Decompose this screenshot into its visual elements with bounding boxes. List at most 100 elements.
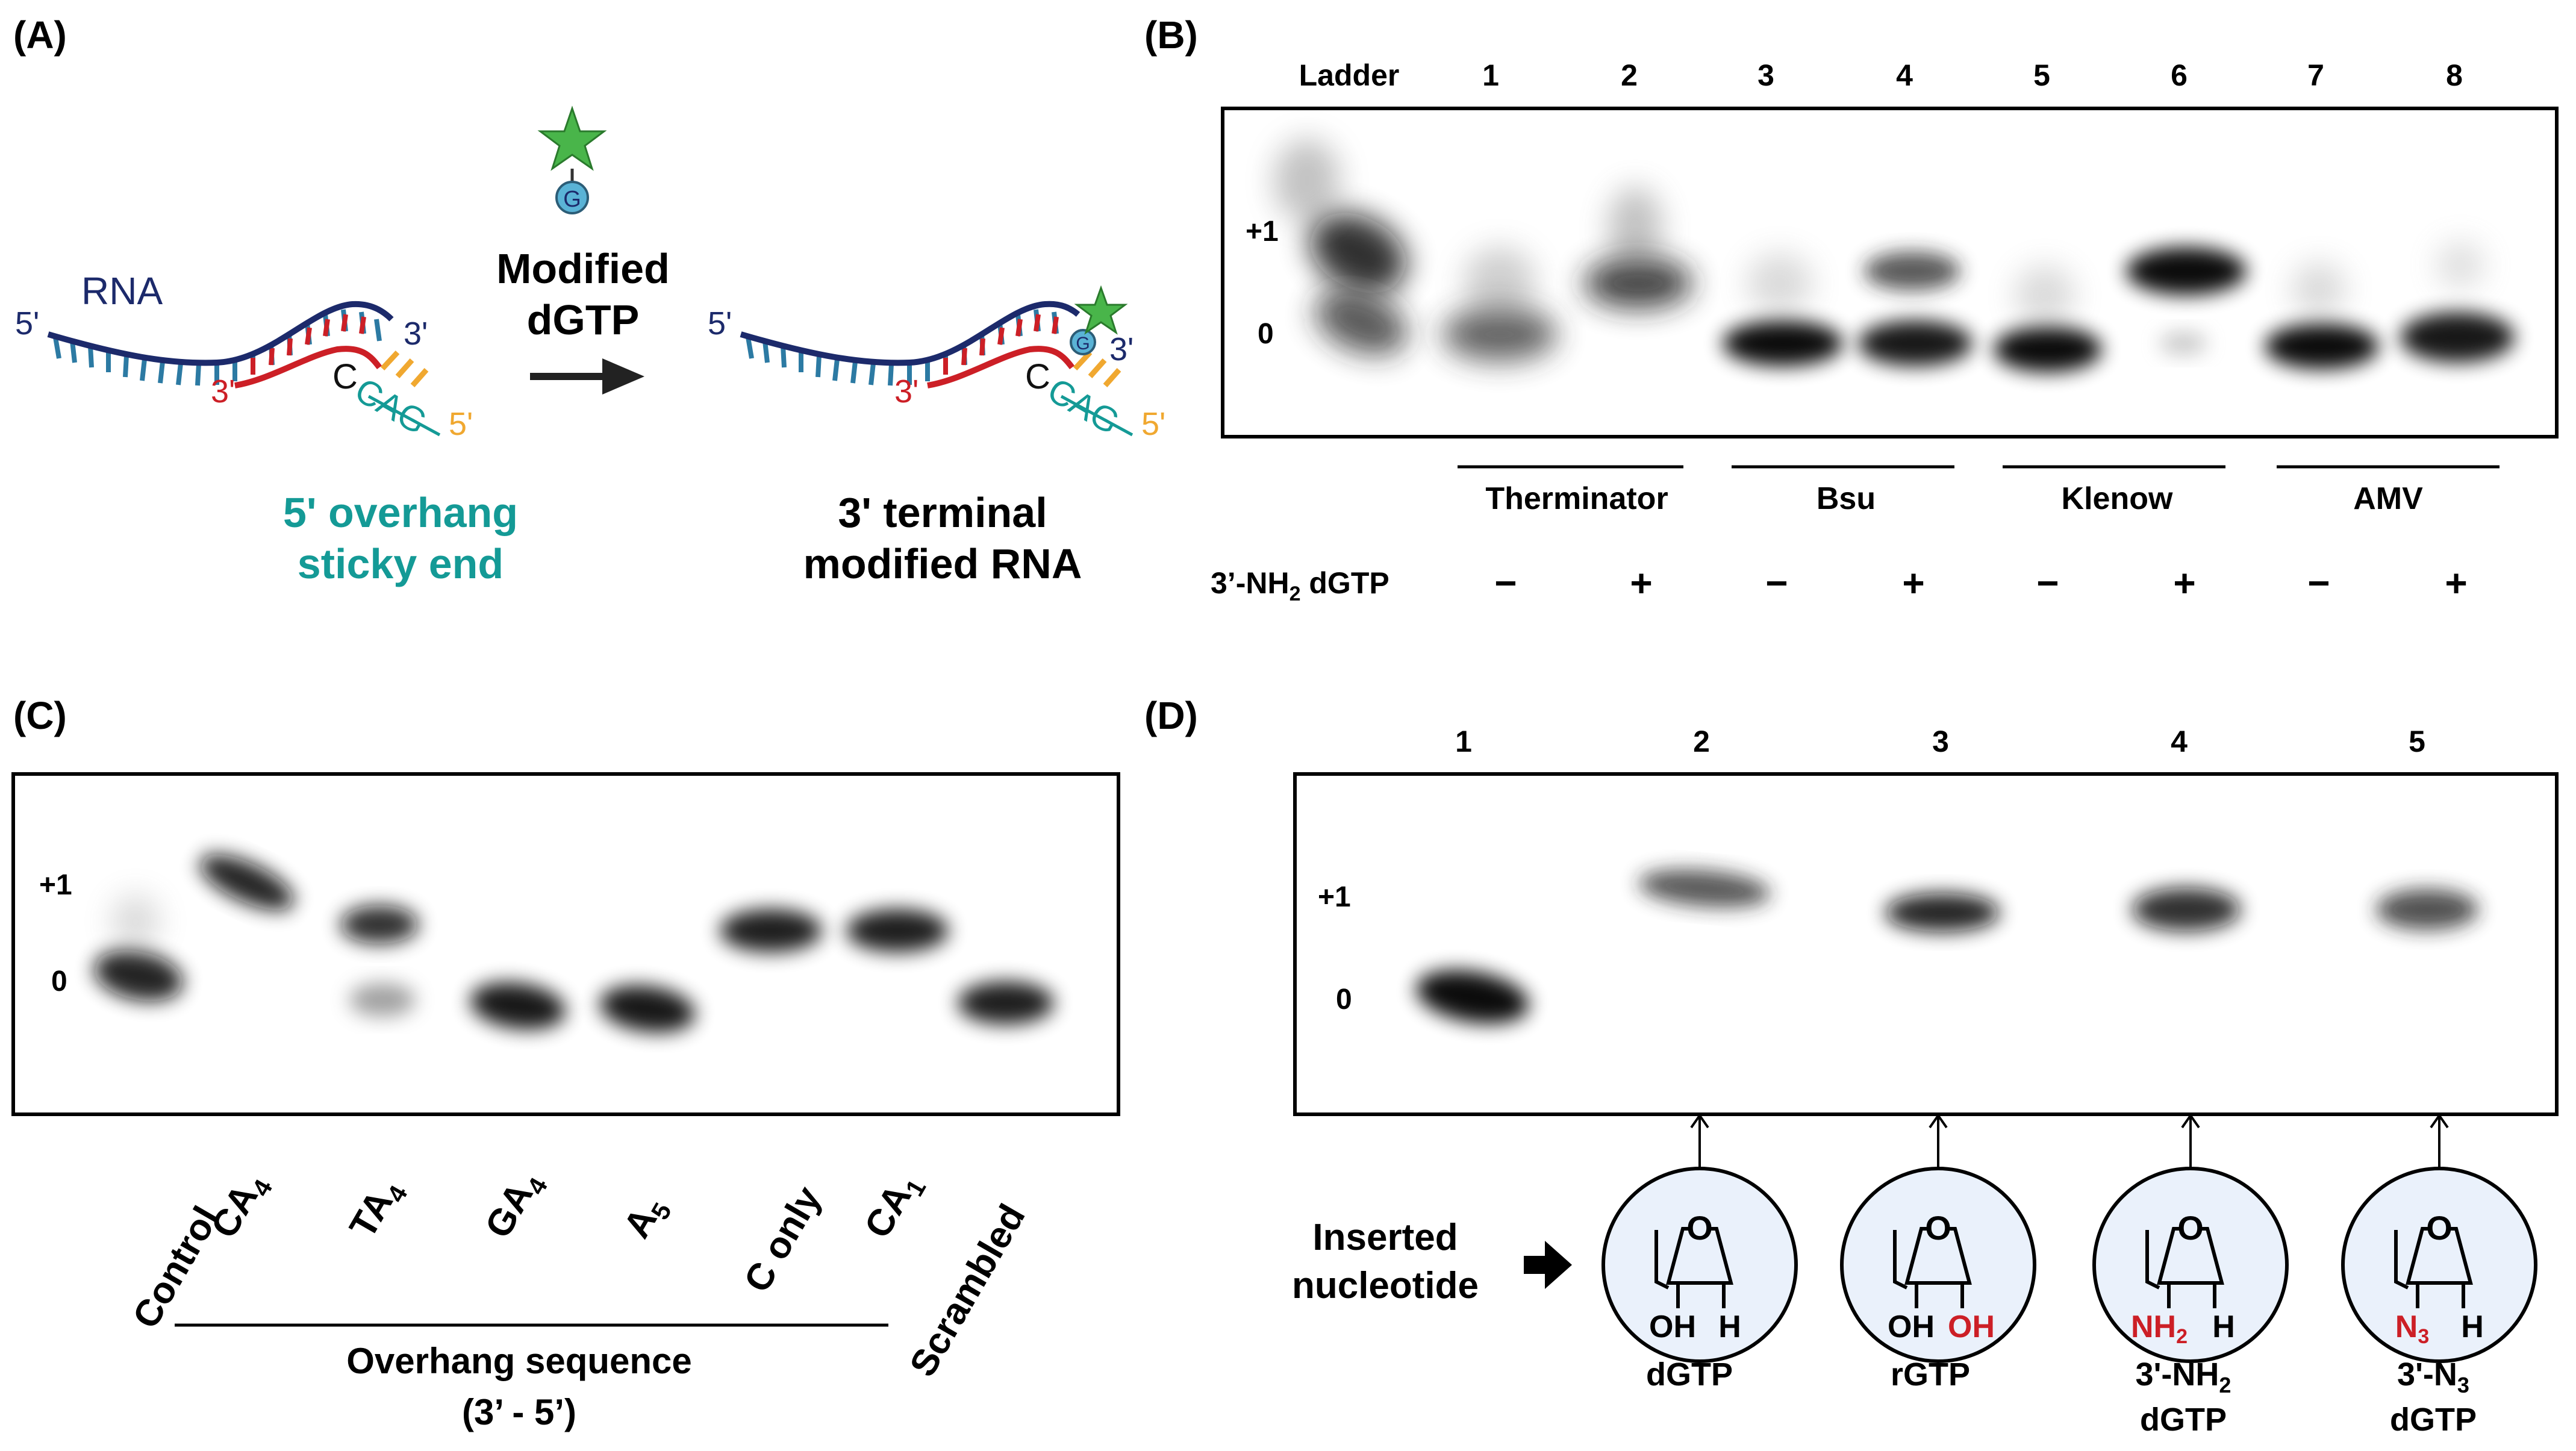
band-lane-6-lower — [2159, 331, 2207, 355]
panel-a-label: (A) — [13, 13, 67, 57]
lane-label-ta4: TA4 — [341, 1171, 413, 1247]
band-lane-2-smear — [1608, 187, 1662, 271]
left-caption-line-1: 5' overhang — [283, 489, 518, 536]
band-scrambled — [958, 981, 1054, 1025]
lane-2-header: 2 — [1621, 58, 1638, 92]
lane-d5-header: 5 — [2409, 725, 2425, 758]
teal-underline-right — [1060, 395, 1134, 437]
g-added-icon — [1070, 329, 1096, 355]
band-lane-4-upper — [1864, 252, 1960, 290]
orange-ticks-left — [380, 350, 429, 387]
left-duplex: C CAG RNA 5' 3' 3' 5' — [15, 269, 473, 442]
rna-label: RNA — [81, 269, 163, 313]
band-lane-7-smear — [2292, 262, 2346, 316]
band-d-lane-2 — [1638, 869, 1771, 908]
band-lane-5-smear — [2015, 265, 2075, 325]
lane-1-header: 1 — [1482, 58, 1499, 92]
rna-strand-left — [47, 301, 394, 366]
lane-d2-header: 2 — [1693, 725, 1710, 758]
sugar-3-name-2: dGTP — [2140, 1402, 2227, 1438]
sugar-2: O OH OH — [1840, 1113, 2036, 1363]
sugar-2-left-group: OH — [1888, 1309, 1935, 1344]
reagent-line-2: dGTP — [527, 296, 640, 343]
sign-lane-4: + — [1902, 561, 1924, 605]
five-prime-dna-right: 5' — [1141, 406, 1165, 442]
band-label-zero-b: 0 — [1258, 318, 1274, 350]
band-ta4-lower — [349, 983, 416, 1017]
bands-c — [94, 854, 1054, 1033]
five-prime-rna-right: 5' — [708, 305, 732, 342]
band-lane-7 — [2265, 323, 2379, 369]
lane-header-d: 1 2 3 4 5 — [1455, 725, 2425, 758]
lane-5-header: 5 — [2033, 58, 2050, 92]
band-lane-1-smear — [1464, 247, 1536, 319]
three-prime-rna-left: 3' — [404, 316, 428, 352]
band-ta4-upper — [340, 905, 419, 944]
band-ca4 — [199, 854, 295, 911]
sugar-2-right-group: OH — [1948, 1309, 1995, 1344]
band-lane-6-upper — [2126, 247, 2247, 295]
sugar-1-circle — [1601, 1167, 1798, 1363]
sign-lane-2: + — [1630, 561, 1652, 605]
dna-strand-right — [927, 346, 1074, 388]
band-control — [94, 950, 183, 1002]
orange-ticks-right — [1073, 350, 1121, 387]
enzyme-bsu: Bsu — [1817, 481, 1876, 516]
sugar-4-ring-o: O — [2426, 1209, 2453, 1247]
sugar-3-ring-o: O — [2177, 1209, 2204, 1247]
row-label-nh2: 3’-NH2 dGTP — [1211, 566, 1389, 605]
band-lane-8-smear — [2436, 241, 2484, 289]
lane-label-ca1: CA1 — [856, 1165, 931, 1248]
band-ladder-lower — [1315, 290, 1408, 355]
band-ga4 — [470, 982, 566, 1030]
band-lane-3-smear — [1747, 253, 1813, 313]
sugar-1: O OH H — [1601, 1113, 1798, 1363]
teal-underline-left — [367, 395, 441, 437]
lane-7-header: 7 — [2307, 58, 2324, 92]
sugar-1-ring-o: O — [1686, 1209, 1713, 1247]
band-control-smear — [111, 894, 160, 949]
red-ticks-left — [251, 314, 366, 375]
sign-lane-5: − — [2036, 561, 2059, 605]
panel-a: (A) — [13, 13, 1165, 587]
band-label-plus1-c: +1 — [39, 869, 72, 901]
dna-strand-left — [234, 346, 382, 388]
band-lane-4-lower — [1858, 320, 1973, 366]
sugar-1-right-group: H — [1718, 1309, 1741, 1344]
band-d-lane-1 — [1416, 970, 1529, 1024]
sugar-4-right-group: H — [2461, 1309, 2484, 1344]
sugar-2-ring-o: O — [1925, 1209, 1951, 1247]
cag-left: CAG — [349, 370, 434, 442]
star-icon — [537, 105, 607, 171]
enzyme-amv: AMV — [2353, 481, 2423, 516]
band-ca1 — [846, 909, 949, 952]
enzyme-therminator: Therminator — [1485, 481, 1668, 516]
sign-lane-6: + — [2173, 561, 2195, 605]
sugar-1-left-group: OH — [1649, 1309, 1696, 1344]
panel-d-label: (D) — [1144, 694, 1198, 737]
lane-8-header: 8 — [2446, 58, 2463, 92]
panel-d: (D) 1 2 3 4 5 +1 0 Inserted nucleotide — [1144, 694, 2559, 1438]
sugar-4-name: 3'-N3 — [2397, 1356, 2469, 1397]
inserted-label-2: nucleotide — [1292, 1265, 1479, 1306]
sign-lane-7: − — [2307, 561, 2330, 605]
band-label-zero-c: 0 — [51, 966, 67, 997]
sugar-2-circle — [1840, 1167, 2036, 1363]
extra-c-right: C — [1025, 357, 1050, 396]
band-label-plus1-b: +1 — [1246, 216, 1279, 248]
lane-d1-header: 1 — [1455, 725, 1472, 758]
lane-6-header: 6 — [2171, 58, 2188, 92]
enzyme-klenow: Klenow — [2062, 481, 2173, 516]
reagent-line-1: Modified — [496, 245, 670, 292]
sugar-names: dGTP rGTP 3'-NH2 dGTP 3'-N3 dGTP — [1646, 1356, 2477, 1438]
band-lane-1 — [1442, 307, 1557, 361]
sugar-4-name-2: dGTP — [2390, 1402, 2477, 1438]
cag-right: CAG — [1041, 370, 1126, 442]
left-caption-line-2: sticky end — [298, 540, 504, 587]
star-added-icon — [1074, 285, 1128, 335]
gel-d — [1293, 772, 2559, 1116]
five-prime-rna-left: 5' — [15, 305, 39, 342]
bands-d — [1416, 869, 2478, 1024]
g-label: G — [563, 187, 581, 212]
